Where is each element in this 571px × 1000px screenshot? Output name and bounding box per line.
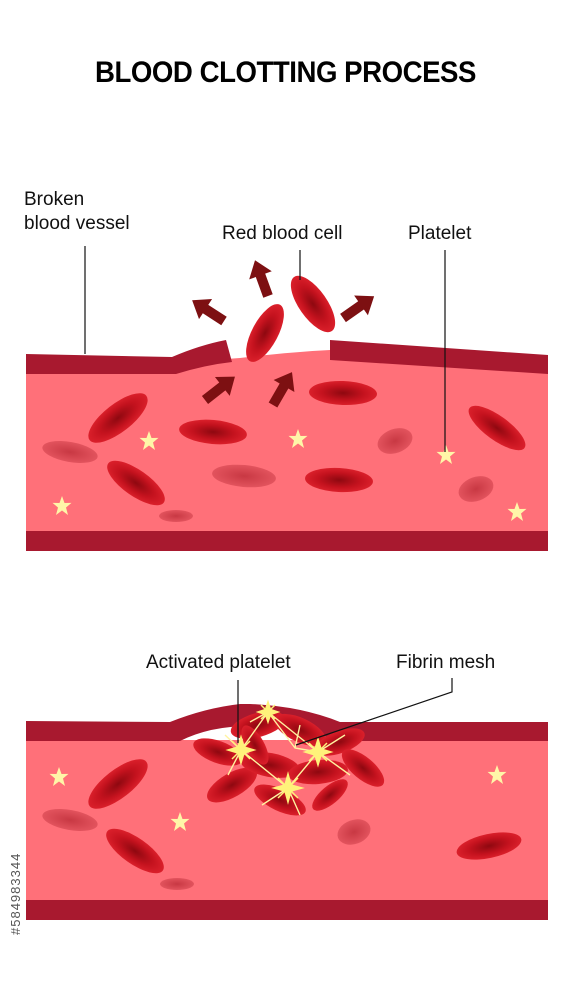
bottom-leader-lines [237, 678, 453, 746]
arrow-icon [249, 260, 273, 298]
fibrin-mesh-leader-line [295, 678, 453, 746]
arrow-icon [201, 376, 235, 404]
arrow-icon [268, 372, 295, 408]
red-blood-cell-label: Red blood cell [222, 223, 343, 244]
blood-clot [193, 711, 385, 816]
escape-arrows [192, 260, 375, 408]
clot-red-cell [341, 749, 385, 787]
clot-red-cell [254, 784, 306, 816]
fibrin-mesh-label: Fibrin mesh [396, 652, 496, 673]
red-blood-cell-faded [160, 878, 194, 890]
red-blood-cell [88, 759, 148, 809]
activated-platelet-icon [225, 734, 257, 766]
red-blood-cell [88, 393, 148, 443]
activated-platelets [225, 699, 334, 805]
clot-red-cell [312, 779, 348, 811]
bottom-vessel-wall-bottom [26, 900, 548, 920]
clot-red-cell [288, 759, 348, 785]
activated-platelet-icon [255, 699, 281, 725]
top-vessel-wall-left [26, 340, 232, 374]
red-blood-cell-faded [159, 510, 193, 522]
arrow-icon [340, 295, 375, 323]
red-blood-cell-faded [212, 464, 276, 488]
activated-platelet-label: Activated platelet [146, 652, 291, 673]
red-blood-cell-faded [337, 819, 371, 845]
platelet-icon [52, 496, 72, 515]
platelet-icon [436, 445, 456, 464]
broken-vessel-label-line1: Broken [24, 189, 85, 210]
platelet-icon [170, 812, 190, 831]
escaping-red-blood-cell [290, 275, 336, 333]
top-red-cells [42, 380, 526, 522]
top-vessel-wall-bottom [26, 531, 548, 551]
platelet-icon [49, 767, 69, 786]
broken-vessel-label-line2: blood vessel [24, 213, 130, 234]
clot-red-cell [241, 725, 269, 765]
fibrin-strand [240, 710, 320, 789]
diagram-title: BLOOD CLOTTING PROCESS [95, 56, 476, 89]
clot-red-cell [207, 767, 257, 803]
red-blood-cell-faded [377, 428, 413, 454]
activated-platelet-icon [271, 771, 305, 805]
platelet-label: Platelet [408, 223, 472, 244]
top-platelets [52, 429, 527, 521]
clot-red-cell [193, 738, 243, 766]
red-blood-cell-faded [458, 476, 494, 502]
red-blood-cell [456, 832, 522, 860]
red-blood-cell-faded [42, 441, 98, 463]
escaping-red-cells [246, 275, 336, 362]
red-blood-cell [107, 460, 165, 506]
red-blood-cell [468, 405, 526, 451]
red-blood-cell-faded [42, 809, 98, 831]
platelet-icon [487, 765, 507, 784]
top-vessel-wall-right [330, 340, 548, 374]
platelet-icon [507, 502, 527, 521]
red-blood-cell [179, 419, 247, 445]
arrow-icon [192, 298, 227, 326]
red-blood-cell [309, 380, 377, 406]
top-vessel [26, 340, 548, 551]
bottom-platelets [49, 765, 507, 831]
clot-red-cell [315, 728, 365, 756]
platelet-icon [139, 431, 159, 450]
red-blood-cell [305, 467, 373, 493]
clot-red-cell [274, 713, 326, 747]
activated-platelet-icon [302, 736, 334, 768]
top-leader-lines [84, 246, 446, 452]
bottom-red-cells [42, 759, 522, 890]
red-blood-cell [106, 828, 164, 874]
platelet-icon [288, 429, 308, 448]
escaping-red-blood-cell [246, 304, 284, 362]
broken-vessel-label: Broken blood vessel [24, 188, 130, 236]
